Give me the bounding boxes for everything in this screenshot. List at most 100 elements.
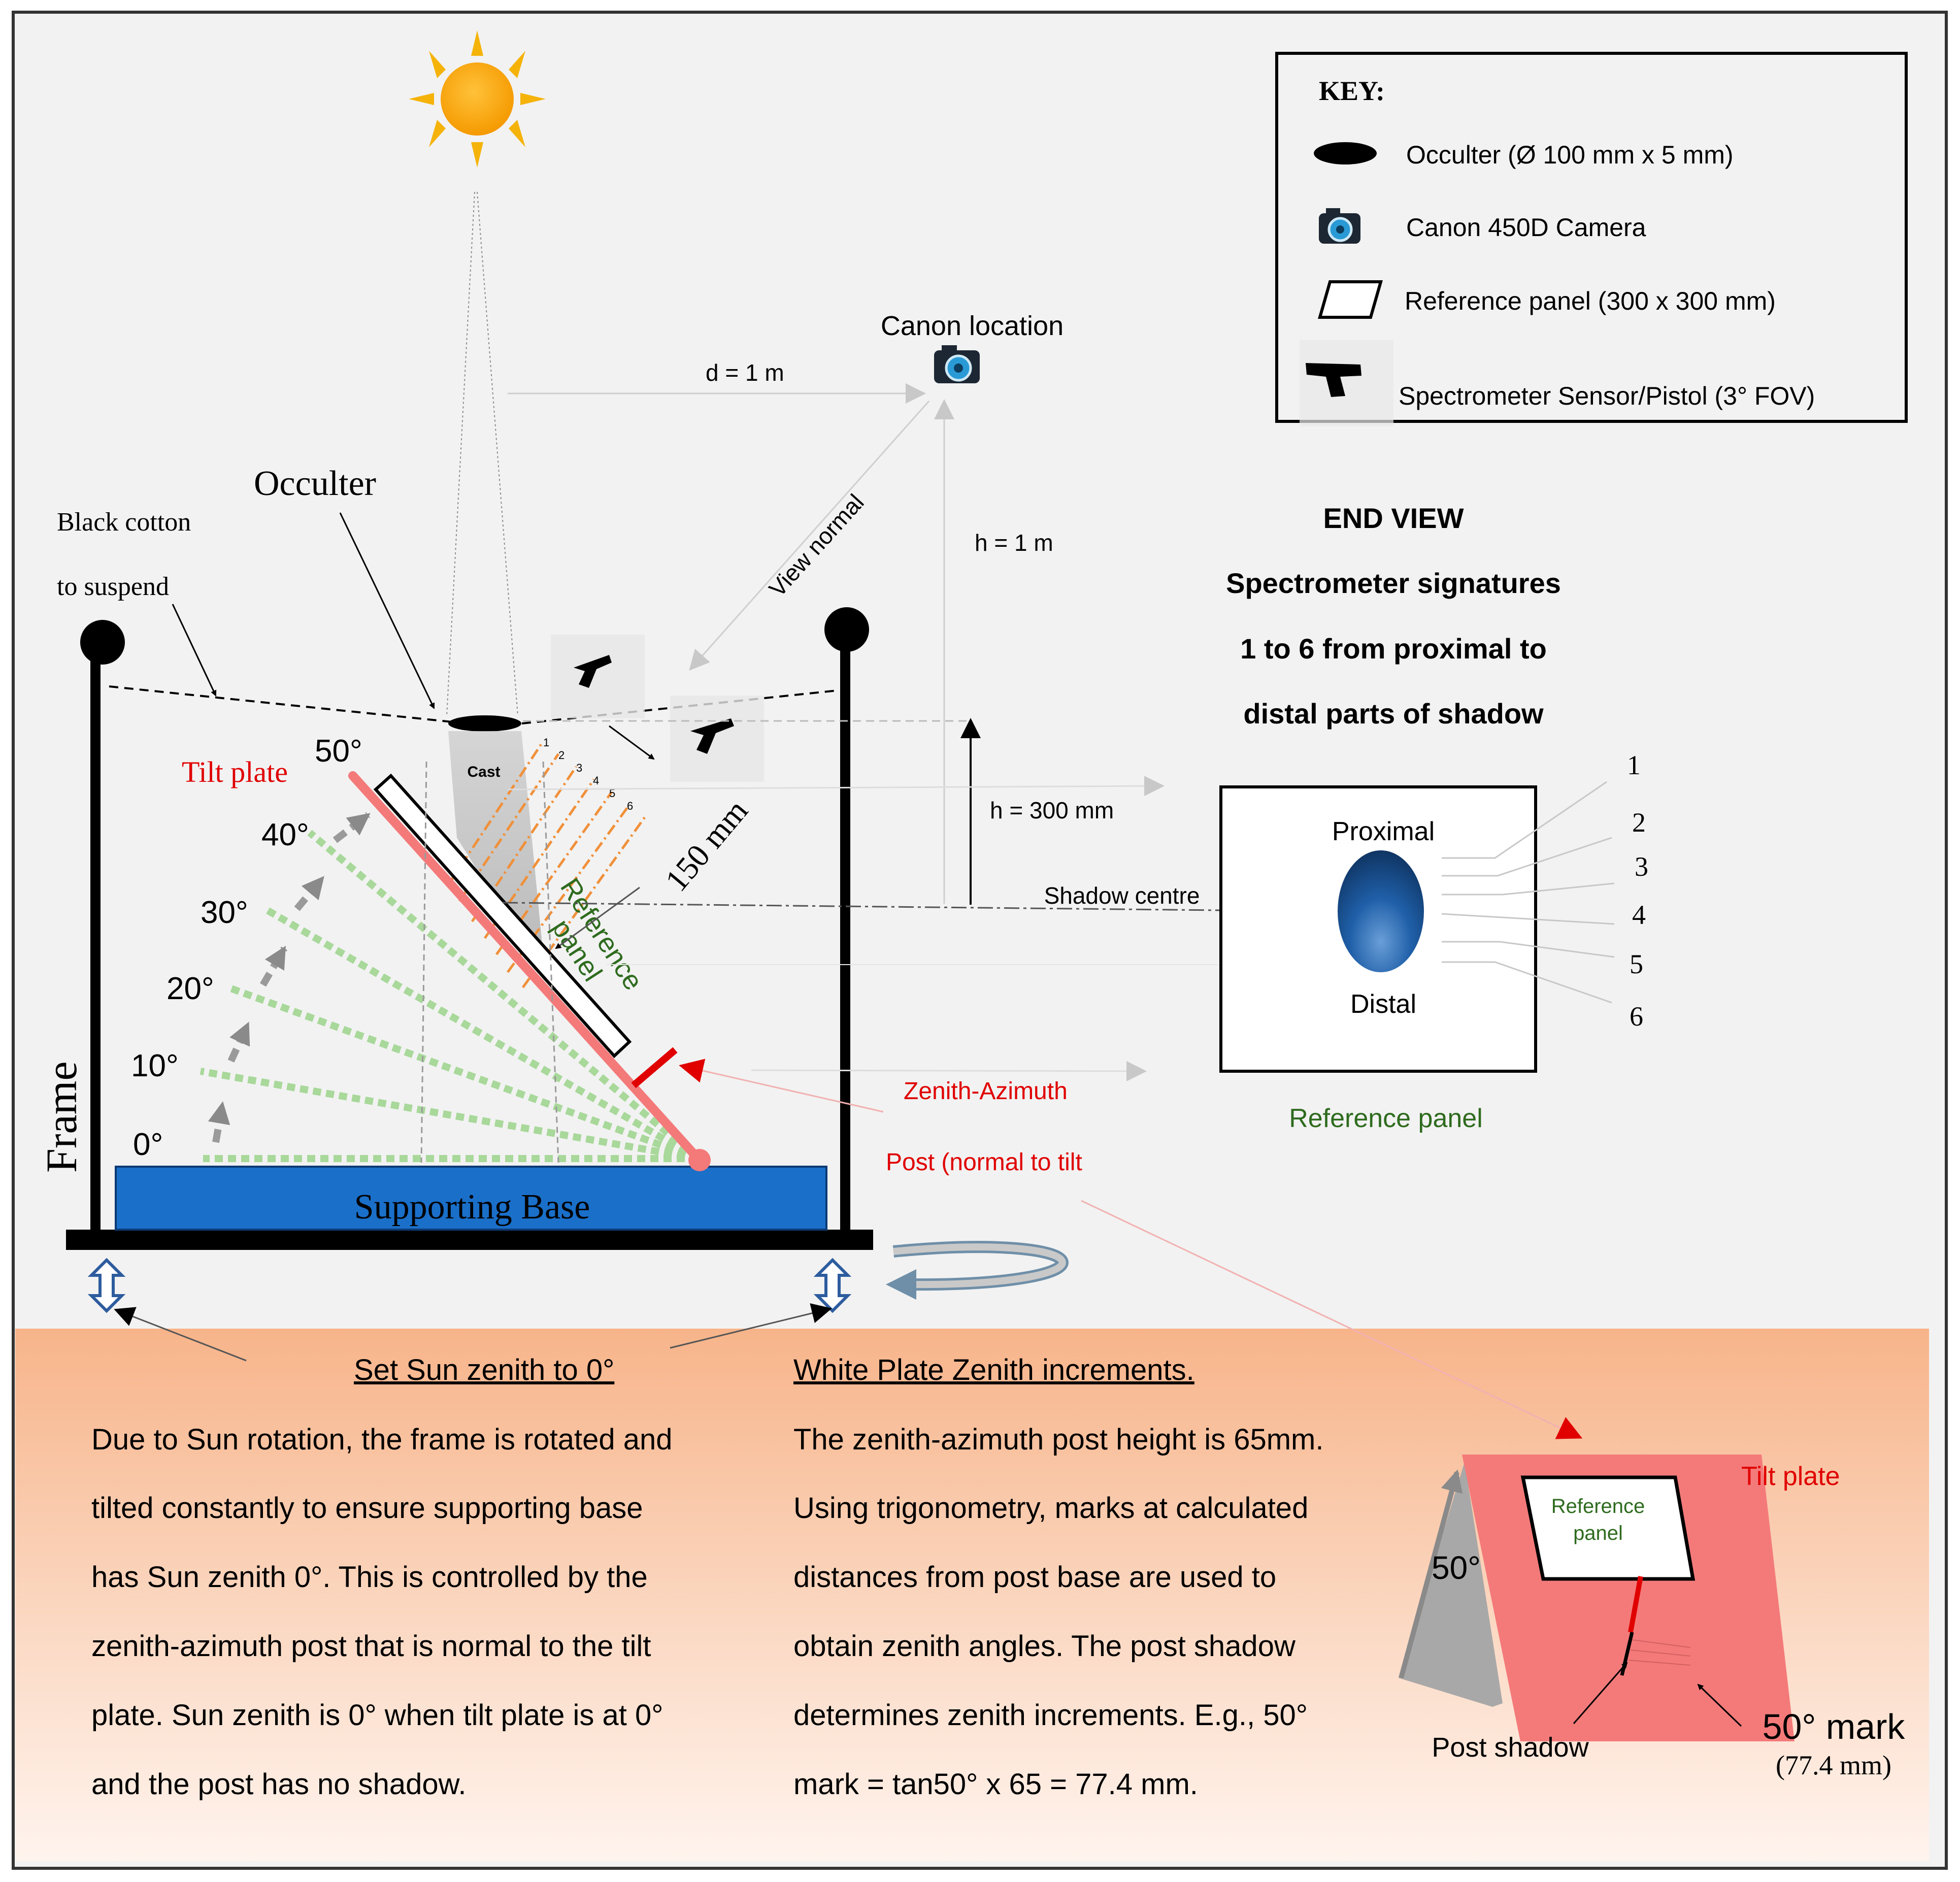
supporting-base-label: Supporting Base — [354, 1187, 590, 1227]
signature-leader-lines — [1441, 781, 1615, 1004]
inset-reference-panel — [1520, 1475, 1696, 1581]
camera-icon — [1319, 208, 1360, 244]
left-line-5: plate. Sun zenith is 0° when tilt plate … — [91, 1699, 663, 1732]
sun-beam-lines — [446, 191, 518, 716]
frame-left-post — [90, 645, 101, 1234]
supporting-base — [115, 1166, 827, 1231]
reference-panel-pointer — [555, 886, 640, 949]
left-line-1: Due to Sun rotation, the frame is rotate… — [91, 1423, 673, 1456]
svg-text:5: 5 — [609, 787, 615, 800]
angle-label-10: 10° — [131, 1048, 179, 1083]
proximal-label: Proximal — [1332, 817, 1435, 846]
post-shadow-label: Post shadow — [1432, 1732, 1589, 1763]
right-line-5: determines zenith increments. E.g., 50° — [793, 1699, 1308, 1732]
right-line-3: distances from post base are used to — [793, 1561, 1276, 1594]
cotton-pointer — [172, 604, 217, 697]
end-view-line-4: distal parts of shadow — [1243, 698, 1544, 730]
occulter-disc — [448, 715, 521, 732]
adjust-arrow-left-icon — [87, 1258, 126, 1313]
key-title: KEY: — [1319, 76, 1385, 106]
svg-text:3: 3 — [576, 762, 582, 774]
canon-location-label: Canon location — [881, 311, 1064, 341]
right-line-2: Using trigonometry, marks at calculated — [793, 1492, 1308, 1525]
cast-label: Cast — [467, 764, 500, 780]
right-line-6: mark = tan50° x 65 = 77.4 mm. — [793, 1768, 1198, 1801]
signature-number-5: 5 — [1630, 949, 1643, 979]
key-item-pistol: Spectrometer Sensor/Pistol (3° FOV) — [1399, 382, 1815, 410]
svg-text:2: 2 — [558, 749, 564, 762]
angle-progress-arrows — [208, 812, 371, 1143]
svg-text:1: 1 — [543, 736, 549, 749]
frame-label: Frame — [37, 1061, 86, 1173]
left-heading: Set Sun zenith to 0° — [354, 1353, 614, 1386]
tilt-plate-pivot — [688, 1149, 711, 1171]
inset-tilt-plate: Reference panel Tilt plate 50° Post shad… — [1399, 1455, 1905, 1780]
signature-number-6: 6 — [1630, 1001, 1643, 1032]
shadow-centre-line — [502, 902, 1315, 912]
occulter-icon — [1314, 142, 1377, 164]
orange-ray-numbers: 123 456 — [543, 736, 633, 812]
shadow-centre-label: Shadow centre — [1044, 882, 1200, 909]
inset-post — [1628, 1576, 1643, 1633]
right-heading: White Plate Zenith increments. — [793, 1353, 1194, 1386]
angle-label-30: 30° — [201, 895, 248, 930]
left-adjust-pointer — [114, 1307, 247, 1362]
right-line-4: obtain zenith angles. The post shadow — [793, 1630, 1296, 1663]
inset-tilt-plate-label: Tilt plate — [1741, 1462, 1840, 1491]
rotation-arrow-icon — [886, 1241, 1069, 1300]
key-item-camera: Canon 450D Camera — [1406, 213, 1646, 242]
frame-right-knob — [824, 607, 869, 652]
key-item-reference-panel: Reference panel (300 x 300 mm) — [1405, 287, 1776, 315]
key-item-occulter: Occulter (Ø 100 mm x 5 mm) — [1406, 141, 1734, 169]
zenith-azimuth-pointer — [679, 1059, 884, 1113]
frame-structure — [66, 607, 873, 1250]
end-view-top-connector — [507, 776, 1165, 797]
signature-number-3: 3 — [1635, 851, 1648, 882]
inset-mark-label: 50° mark — [1763, 1707, 1906, 1746]
zenith-azimuth-label: Zenith-Azimuth — [904, 1078, 1068, 1105]
black-cotton-label-2: to suspend — [57, 572, 169, 601]
inset-marks — [1628, 1639, 1691, 1666]
end-view-bottom-connector — [751, 1061, 1147, 1081]
svg-text:4: 4 — [593, 774, 599, 787]
pistol-pointer — [609, 725, 655, 760]
occulter-pointer — [339, 512, 435, 709]
svg-text:panel: panel — [1573, 1522, 1623, 1544]
signature-numbers: 1 2 3 4 5 6 — [1627, 750, 1648, 1032]
post-inset-pointer — [1081, 1200, 1583, 1439]
tilt-plate-label: Tilt plate — [182, 755, 288, 788]
end-view-line-1: END VIEW — [1323, 502, 1464, 534]
frame-bottom-bar — [66, 1230, 873, 1250]
distal-label: Distal — [1350, 989, 1416, 1019]
cast-projection-lines — [420, 761, 559, 1163]
left-explanation: Set Sun zenith to 0° Due to Sun rotation… — [91, 1353, 673, 1801]
sun-icon — [409, 30, 546, 168]
end-view-shadow — [1338, 850, 1424, 972]
d-1m-label: d = 1 m — [706, 359, 784, 386]
svg-text:6: 6 — [627, 800, 633, 812]
left-line-6: and the post has no shadow. — [91, 1768, 466, 1801]
signature-number-2: 2 — [1632, 807, 1646, 838]
key-legend: KEY: Occulter (Ø 100 mm x 5 mm) Canon 45… — [1275, 52, 1908, 426]
angle-labels: 0° 10° 20° 30° 40° 50° — [131, 734, 362, 1162]
angle-label-40: 40° — [261, 817, 309, 852]
adjust-arrow-right-icon — [813, 1258, 852, 1313]
inset-mark-value: (77.4 mm) — [1776, 1750, 1891, 1780]
right-adjust-pointer — [670, 1303, 832, 1349]
h-1m-label: h = 1 m — [975, 530, 1053, 556]
black-cotton-label-1: Black cotton — [57, 508, 191, 537]
end-view-line-3: 1 to 6 from proximal to — [1240, 633, 1547, 665]
end-view-line-2: Spectrometer signatures — [1226, 567, 1561, 599]
post-normal-label: Post (normal to tilt — [886, 1149, 1082, 1176]
occulter-label: Occulter — [254, 464, 376, 503]
right-line-1: The zenith-azimuth post height is 65mm. — [793, 1423, 1323, 1456]
right-explanation: White Plate Zenith increments. The zenit… — [793, 1353, 1323, 1801]
signature-number-4: 4 — [1632, 900, 1646, 930]
pistol-icon — [1300, 340, 1393, 426]
left-line-2: tilted constantly to ensure supporting b… — [91, 1492, 643, 1525]
mark-pointer — [1697, 1683, 1742, 1727]
angle-label-0: 0° — [133, 1127, 163, 1162]
inset-angle-label: 50° — [1432, 1549, 1481, 1586]
